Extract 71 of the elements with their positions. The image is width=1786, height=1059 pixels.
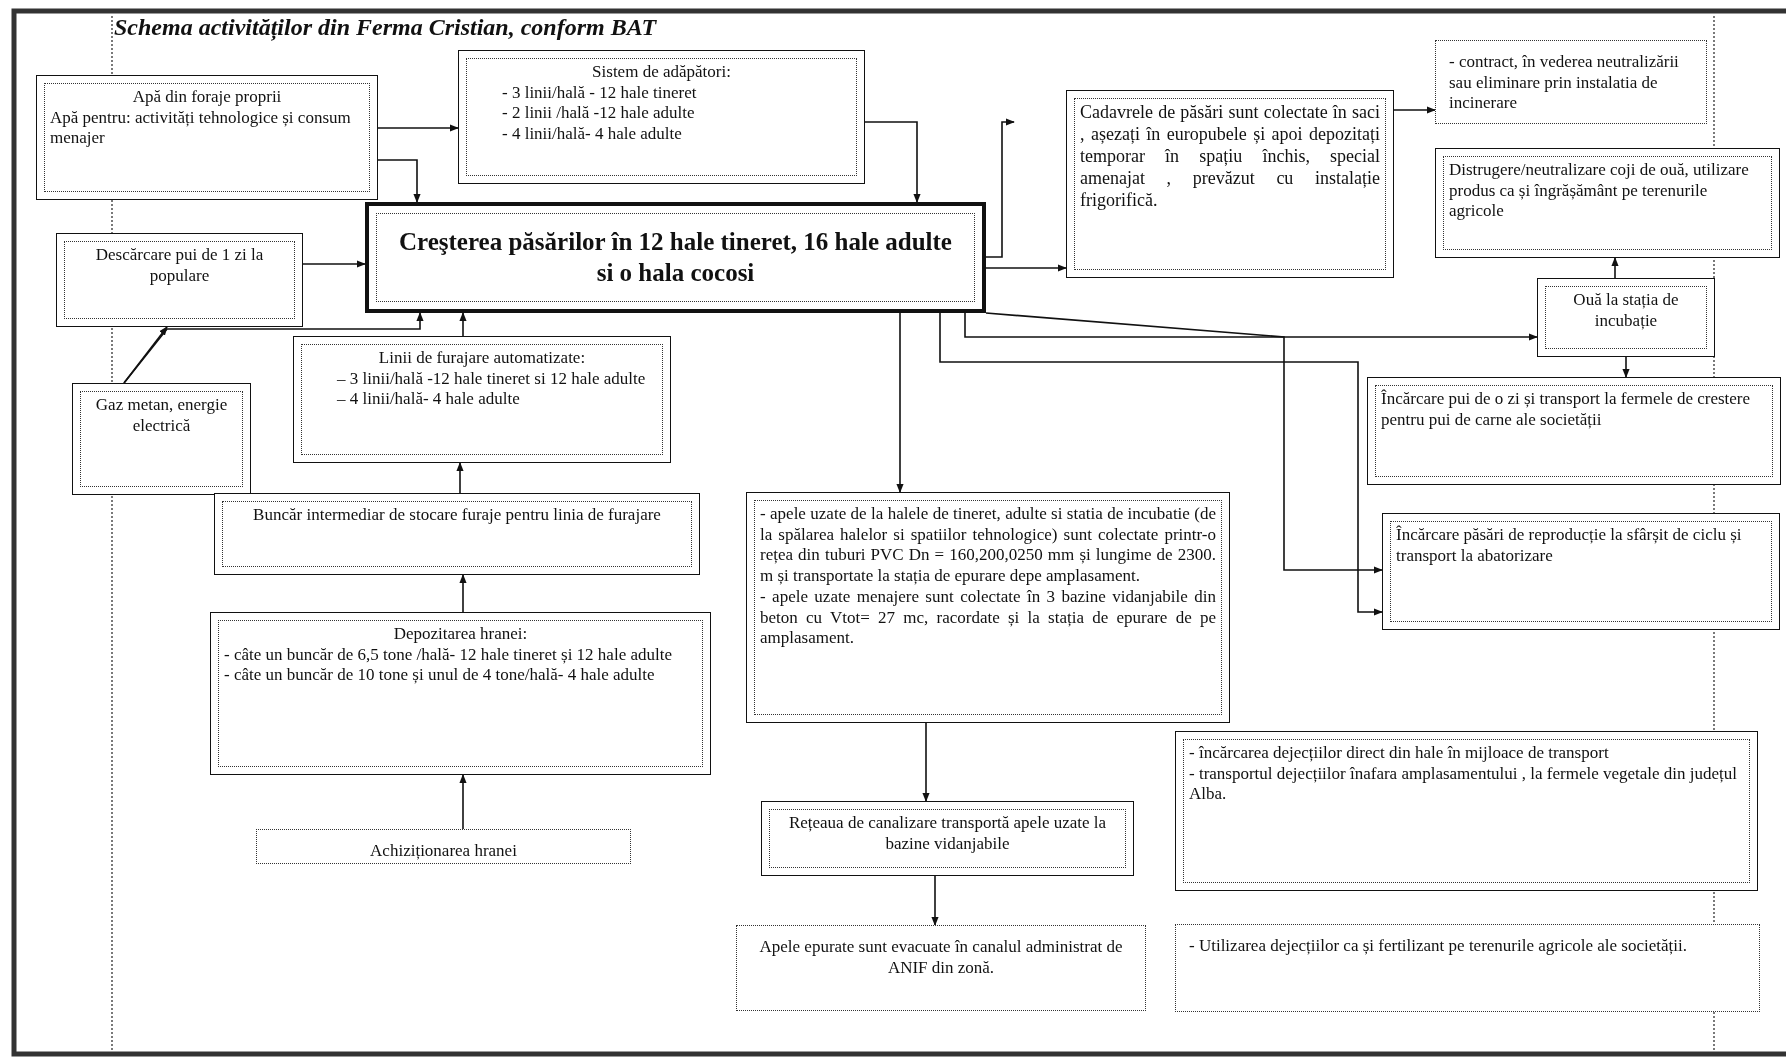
arrow	[922, 722, 930, 802]
node-text: Apă pentru: activități tehnologice și consum menajer	[50, 107, 352, 150]
node-text: Apă din foraje proprii	[131, 87, 283, 108]
process-box	[1175, 731, 1758, 891]
node-text: Rețeaua de canalizare transportă apele uzate la bazine vidanjabile	[787, 813, 1108, 855]
process-box	[1537, 278, 1715, 357]
node-text: - contract, în vederea neutralizării sau eliminare prin instalatia de incinerare	[1449, 52, 1680, 115]
process-box	[1435, 148, 1780, 258]
node-text: Încărcare pui de o zi și transport la fermele de crestere pentru pui de carne ale societății	[1381, 389, 1752, 431]
arrow	[377, 124, 459, 132]
node-text: – 3 linii/hală -12 hale tineret si 12 hale adulte	[336, 368, 647, 390]
arrow	[896, 312, 904, 493]
arrow	[1393, 106, 1436, 114]
node-text: Creşterea păsărilor în 12 hale tineret, 16 hale adulte si o hala cocosi	[398, 227, 953, 288]
node-text: - încărcarea dejecțiilor direct din hale în mijloace de transport	[1189, 743, 1610, 764]
arrow	[985, 312, 1383, 574]
node-text: - 2 linii /hală -12 hale adulte	[501, 103, 696, 125]
process-box	[761, 801, 1134, 876]
arrow	[1622, 356, 1630, 378]
node-text: Sistem de adăpători:	[591, 62, 732, 83]
arrow	[459, 574, 467, 613]
node-text: – 4 linii/hală- 4 hale adulte	[336, 389, 521, 411]
node-text: Achiziționarea hranei	[369, 841, 518, 862]
node-text: - apele uzate de la halele de tineret, adulte si statia de incubatie (de la spălarea halelor si spatiilor tehnologice) sunt colectate printr-o rețea din tuburi PVC Dn = 160,200,0250 mm și lungime de 2300. m și transportate la stația de epurare depe amplasament.	[760, 504, 1216, 587]
arrow	[456, 462, 464, 494]
node-text: Buncăr intermediar de stocare furaje pentru linia de furajare	[252, 505, 662, 526]
node-text: Gaz metan, energie electrică	[94, 395, 229, 437]
process-box	[56, 233, 303, 327]
node-text: - câte un buncăr de 6,5 tone /hală- 12 hale tineret și 12 hale adulte	[224, 644, 673, 666]
process-box	[736, 925, 1146, 1011]
process-box	[1175, 924, 1760, 1012]
arrow	[123, 312, 424, 384]
arrow	[1611, 257, 1619, 279]
node-text: Cadavrele de păsări sunt colectate în saci , așezați în europubele și apoi depozitați temporar în spațiu închis, special amenajat , prevăzut cu instalație frigorifică.	[1080, 102, 1380, 212]
diagram-title: Schema activităților din Ferma Cristian, conform BAT	[114, 14, 657, 41]
process-box	[210, 612, 711, 775]
arrow	[931, 875, 939, 926]
arrow	[985, 264, 1067, 272]
node-text: - câte un buncăr de 10 tone și unul de 4 tone/hală- 4 hale adulte	[224, 665, 656, 687]
process-box	[72, 383, 251, 495]
node-text: Linii de furajare automatizate:	[377, 348, 587, 369]
process-box	[1382, 513, 1780, 630]
process-box	[214, 493, 700, 575]
process-box	[36, 75, 378, 200]
process-box	[1435, 40, 1707, 124]
arrow	[459, 312, 467, 337]
node-text: Distrugere/neutralizare coji de ouă, utilizare produs ca și îngrășământ pe terenurile agricole	[1449, 160, 1750, 223]
process-box	[256, 829, 631, 864]
process-box	[293, 336, 671, 463]
arrow	[377, 159, 421, 203]
node-text: - 3 linii/hală - 12 hale tineret	[501, 82, 698, 104]
node-text: - 4 linii/hală- 4 hale adulte	[501, 124, 683, 145]
arrow	[864, 121, 921, 203]
main-process-box	[365, 202, 986, 313]
process-box	[1066, 90, 1394, 278]
arrow	[302, 260, 366, 268]
node-text: Apele epurate sunt evacuate în canalul administrat de ANIF din zonă.	[758, 937, 1124, 979]
arrow	[985, 118, 1015, 258]
node-text: - transportul dejecțiilor înafara amplasamentului , la fermele vegetale din județul Alba.	[1189, 763, 1739, 806]
node-text: Ouă la stația de incubație	[1572, 290, 1680, 332]
arrow	[459, 774, 467, 830]
process-box	[746, 492, 1230, 723]
node-text: - apele uzate menajere sunt colectate în 3 bazine vidanjabile din beton cu Vtot= 27 mc, racordate și la stația de epurare de pe amplasament.	[760, 586, 1216, 650]
arrow	[939, 312, 1383, 616]
process-box	[1367, 377, 1781, 485]
node-text: Încărcare păsări de reproducție la sfârșit de ciclu și transport la abatorizare	[1396, 525, 1743, 567]
node-text: Descărcare pui de 1 zi la populare	[94, 245, 265, 287]
process-box	[458, 50, 865, 184]
arrow	[964, 312, 1538, 341]
node-text: - Utilizarea dejecțiilor ca și fertilizant pe terenurile agricole ale societății.	[1189, 936, 1688, 957]
node-text: Depozitarea hranei:	[392, 624, 529, 645]
